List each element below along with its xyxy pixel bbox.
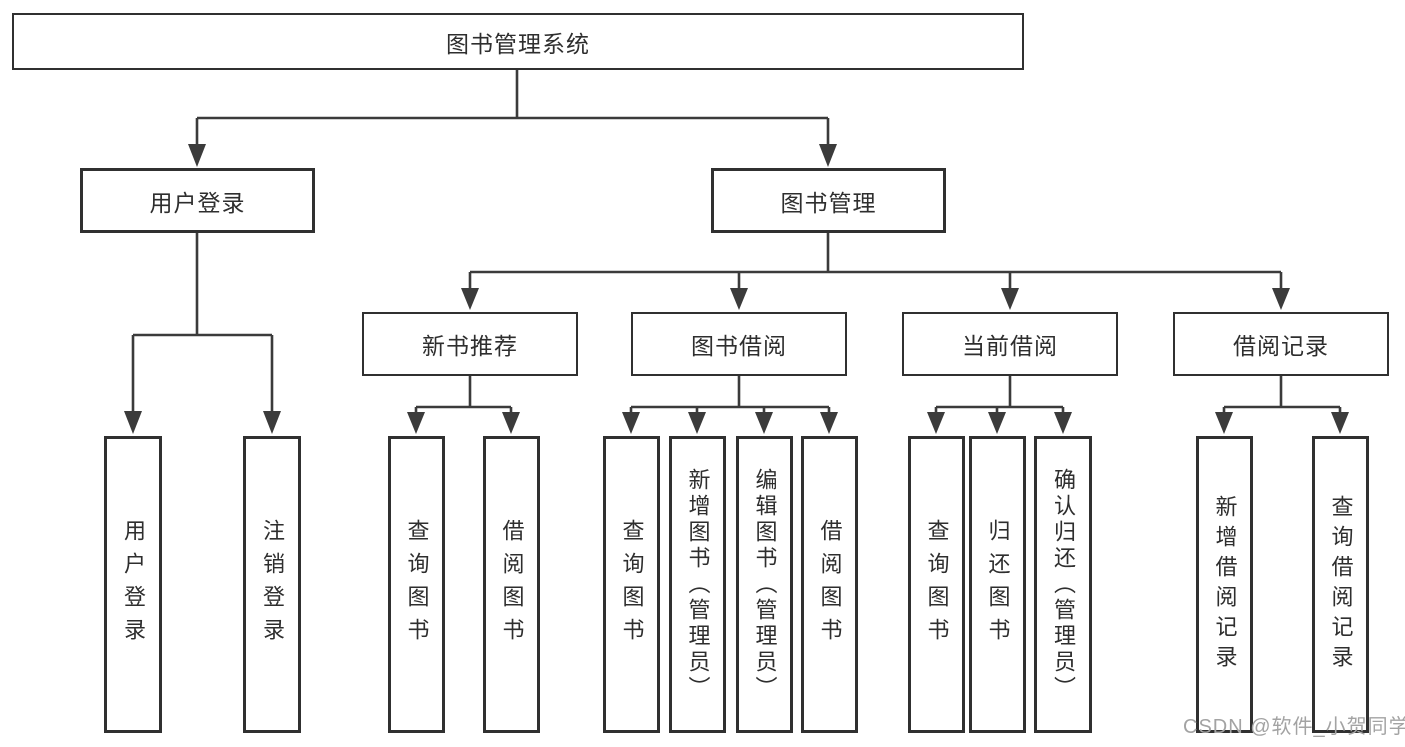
connector-new-book-recommend xyxy=(414,376,513,413)
leaf-borrow-books: 借阅图书 xyxy=(801,436,858,733)
leaf-edit-book-admin-label: 编辑图书（管理员） xyxy=(752,467,778,702)
node-borrow-records-label: 借阅记录 xyxy=(1233,333,1329,359)
leaf-borrow-query-books-label: 查询图书 xyxy=(619,518,645,651)
leaf-add-book-admin-label: 新增图书（管理员） xyxy=(685,467,711,702)
node-current-borrow-label: 当前借阅 xyxy=(962,333,1058,359)
leaf-return-books: 归还图书 xyxy=(969,436,1026,733)
node-new-book-recommend-label: 新书推荐 xyxy=(422,333,518,359)
leaf-current-query-books-label: 查询图书 xyxy=(924,518,950,651)
node-borrow-records: 借阅记录 xyxy=(1173,312,1389,376)
connector-current-borrow xyxy=(934,376,1065,413)
node-book-borrow-label: 图书借阅 xyxy=(691,333,787,359)
connector-book-borrow xyxy=(629,376,831,413)
leaf-recommend-borrow-books: 借阅图书 xyxy=(483,436,540,733)
node-book-borrow: 图书借阅 xyxy=(631,312,847,376)
leaf-borrow-query-books: 查询图书 xyxy=(603,436,660,733)
node-book-management: 图书管理 xyxy=(711,168,946,233)
leaf-recommend-query-books: 查询图书 xyxy=(388,436,445,733)
leaf-edit-book-admin: 编辑图书（管理员） xyxy=(736,436,793,733)
leaf-user-login: 用户登录 xyxy=(104,436,162,733)
leaf-current-query-books: 查询图书 xyxy=(908,436,965,733)
node-new-book-recommend: 新书推荐 xyxy=(362,312,578,376)
node-book-management-label: 图书管理 xyxy=(780,189,877,216)
node-root-label: 图书管理系统 xyxy=(446,30,590,57)
leaf-add-borrow-record-label: 新增借阅记录 xyxy=(1212,494,1238,675)
leaf-return-books-label: 归还图书 xyxy=(985,518,1011,651)
node-current-borrow: 当前借阅 xyxy=(902,312,1118,376)
leaf-logout: 注销登录 xyxy=(243,436,301,733)
connector-book-management xyxy=(468,233,1283,289)
node-user-login-label: 用户登录 xyxy=(149,189,246,216)
csdn-watermark: CSDN @软件_小贺同学 xyxy=(1183,716,1405,738)
leaf-add-book-admin: 新增图书（管理员） xyxy=(669,436,726,733)
node-root: 图书管理系统 xyxy=(12,13,1024,70)
connector-borrow-records xyxy=(1222,376,1342,413)
leaf-borrow-books-label: 借阅图书 xyxy=(817,518,843,651)
connector-root xyxy=(195,70,830,146)
leaf-add-borrow-record: 新增借阅记录 xyxy=(1196,436,1253,733)
leaf-recommend-borrow-books-label: 借阅图书 xyxy=(499,518,525,651)
leaf-query-borrow-record-label: 查询借阅记录 xyxy=(1328,494,1354,675)
leaf-logout-label: 注销登录 xyxy=(260,518,285,651)
node-user-login: 用户登录 xyxy=(80,168,315,233)
leaf-user-login-label: 用户登录 xyxy=(121,518,146,651)
leaf-query-borrow-record: 查询借阅记录 xyxy=(1312,436,1369,733)
leaf-confirm-return-admin: 确认归还（管理员） xyxy=(1034,436,1092,733)
leaf-confirm-return-admin-label: 确认归还（管理员） xyxy=(1051,467,1076,702)
connector-user-login xyxy=(131,233,274,413)
leaf-recommend-query-books-label: 查询图书 xyxy=(404,518,430,651)
arrowheads xyxy=(124,144,1349,434)
